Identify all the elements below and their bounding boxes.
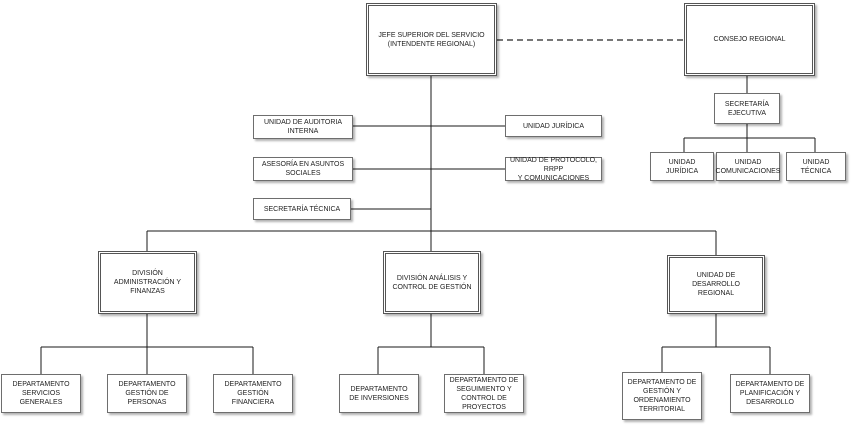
dept-monitoring-box: DEPARTAMENTO DE SEGUIMIENTO Y CONTROL DE… [444,374,524,413]
dept-general-label: DEPARTAMENTO SERVICIOS GENERALES [12,381,70,406]
dept-general-box: DEPARTAMENTO SERVICIOS GENERALES [1,374,81,413]
council-comms-label: UNIDAD COMUNICACIONES [715,158,781,175]
council-box: CONSEJO REGIONAL [684,3,815,76]
council-label: CONSEJO REGIONAL [713,36,786,43]
council-secretary-label: SECRETARÍA EJECUTIVA [724,100,770,117]
dept-territorial-box: DEPARTAMENTO DE GESTIÓN Y ORDENAMIENTO T… [622,372,702,420]
head-label: JEFE SUPERIOR DEL SERVICIO (INTENDENTE R… [378,31,485,48]
dept-territorial-label: DEPARTAMENTO DE GESTIÓN Y ORDENAMIENTO T… [627,379,697,413]
protocol-label: UNIDAD DE PROTOCOLO, RRPP Y COMUNICACION… [510,156,597,182]
dept-people-label: DEPARTAMENTO GESTIÓN DE PERSONAS [118,381,176,406]
div-admin-box: DIVISIÓN ADMINISTRACIÓN Y FINANZAS [98,251,197,314]
tech-secretary-label: SECRETARÍA TÉCNICA [263,205,341,213]
audit-label: UNIDAD DE AUDITORIA INTERNA [263,119,343,135]
dept-planning-label: DEPARTAMENTO DE PLANIFICACIÓN Y DESARROL… [735,381,805,406]
dept-investments-box: DEPARTAMENTO DE INVERSIONES [339,374,419,413]
tech-secretary-box: SECRETARÍA TÉCNICA [253,198,351,220]
div-analysis-box: DIVISIÓN ANÁLISIS Y CONTROL DE GESTIÓN [383,251,481,314]
dept-investments-label: DEPARTAMENTO DE INVERSIONES [349,385,409,402]
dept-monitoring-label: DEPARTAMENTO DE SEGUIMIENTO Y CONTROL DE… [449,376,519,411]
dept-people-box: DEPARTAMENTO GESTIÓN DE PERSONAS [107,374,187,413]
protocol-box: UNIDAD DE PROTOCOLO, RRPP Y COMUNICACION… [505,156,602,182]
div-admin-label: DIVISIÓN ADMINISTRACIÓN Y FINANZAS [113,270,182,295]
council-tech-box: UNIDAD TÉCNICA [786,152,846,181]
div-dev-label: UNIDAD DE DESARROLLO REGIONAL [692,272,740,297]
council-legal-box: UNIDAD JURÍDICA [650,152,714,181]
legal-label: UNIDAD JURÍDICA [522,122,585,130]
council-comms-box: UNIDAD COMUNICACIONES [716,152,780,181]
head-box: JEFE SUPERIOR DEL SERVICIO (INTENDENTE R… [366,3,497,76]
div-analysis-label: DIVISIÓN ANÁLISIS Y CONTROL DE GESTIÓN [392,274,472,291]
audit-box: UNIDAD DE AUDITORIA INTERNA [253,115,353,139]
div-dev-box: UNIDAD DE DESARROLLO REGIONAL [667,255,765,314]
council-secretary-box: SECRETARÍA EJECUTIVA [714,93,780,124]
dept-planning-box: DEPARTAMENTO DE PLANIFICACIÓN Y DESARROL… [730,374,810,413]
social-box: ASESORÍA EN ASUNTOS SOCIALES [253,157,353,181]
dept-finance-label: DEPARTAMENTO GESTIÓN FINANCIERA [224,381,282,406]
council-tech-label: UNIDAD TÉCNICA [800,158,832,175]
council-legal-label: UNIDAD JURÍDICA [665,158,699,175]
legal-box: UNIDAD JURÍDICA [505,115,602,137]
dept-finance-box: DEPARTAMENTO GESTIÓN FINANCIERA [213,374,293,413]
social-label: ASESORÍA EN ASUNTOS SOCIALES [261,161,345,177]
